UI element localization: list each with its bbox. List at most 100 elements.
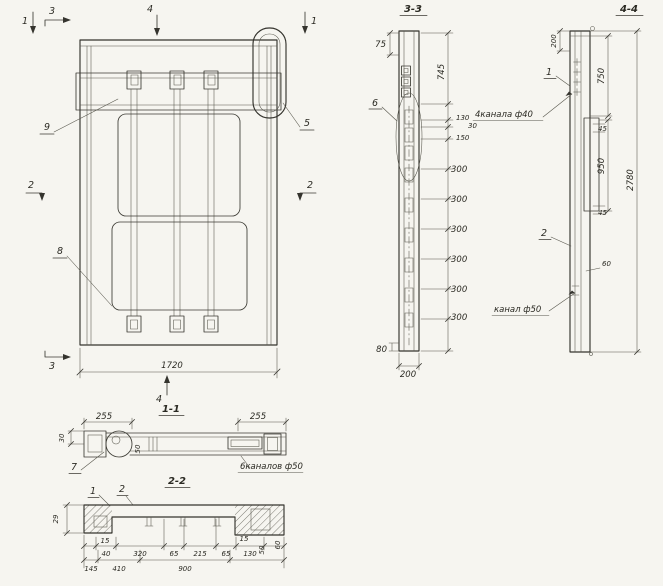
dim-750-label: 750 — [597, 68, 607, 84]
dim-15-right-label: 15 — [240, 535, 249, 543]
anchor-detail-bottom — [126, 315, 219, 333]
panel-outline — [79, 39, 278, 346]
dim-255-left: 255 — [81, 412, 135, 430]
section-mark-4-bottom: 4 — [156, 375, 170, 405]
end-anchor-right-inner — [267, 437, 278, 451]
dim-900-label: 900 — [178, 565, 192, 573]
strand-dot-bottom — [589, 352, 593, 356]
arrow-icon — [302, 26, 308, 34]
hatch-area-left — [84, 505, 112, 533]
dim-300-label: 300 — [451, 255, 467, 265]
dim-200-label: 200 — [400, 370, 416, 380]
callout-2: 2 — [538, 228, 572, 247]
dim-45-upper: 45 — [592, 123, 607, 133]
dim-chain-bottom: 40 320 65 215 65 130 15 15 50 60 145 410… — [81, 518, 287, 573]
arrow-icon — [63, 17, 71, 23]
dim-60-label: 60 — [602, 260, 611, 268]
dim-45-lower: 45 — [592, 205, 607, 217]
dim-255-right: 255 — [235, 412, 289, 432]
callout-2-label: 2 — [119, 484, 125, 495]
arrow-icon — [565, 91, 572, 96]
label-channel-50: канал ф50 — [491, 290, 576, 316]
dim-75: 75 — [375, 30, 400, 58]
dim-150-label: 150 — [456, 134, 470, 142]
dim-255-right-label: 255 — [250, 412, 266, 422]
channel-lines — [130, 88, 215, 317]
arrow-icon — [568, 290, 575, 295]
dim-30-label: 30 — [468, 122, 477, 130]
panel-section-outline — [569, 30, 591, 353]
dim-29: 29 — [52, 502, 85, 536]
callout-9-label: 9 — [44, 122, 50, 133]
label-4-channels-text: 4канала ф40 — [475, 110, 533, 120]
section-3-3: 3-3 6 75 745 130 30 150 300 300 3 — [368, 4, 477, 380]
dim-300-label: 300 — [451, 313, 467, 323]
joint-block — [583, 117, 600, 212]
end-anchor-left-inner — [87, 434, 103, 453]
dim-50-label: 50 — [258, 545, 266, 554]
callout-8-label: 8 — [57, 246, 63, 257]
callout-1: 1 — [87, 486, 111, 507]
left-notch — [93, 515, 108, 528]
plan-view: 1720 3 3 4 4 1 1 — [22, 4, 317, 405]
section-mark-4-top: 4 — [147, 4, 160, 36]
section-2-2: 2-2 1 2 29 40 320 65 215 — [52, 476, 287, 573]
lifting-loop — [252, 27, 287, 119]
callout-2: 2 — [116, 484, 134, 506]
arrow-icon — [154, 28, 160, 36]
bar-outline — [105, 432, 287, 456]
label-4-channels: 4канала ф40 — [472, 91, 573, 121]
dim-80-label: 80 — [376, 345, 387, 355]
dim-300-label: 300 — [451, 225, 467, 235]
dim-65-label: 65 — [170, 550, 179, 558]
dim-ticks — [76, 368, 281, 376]
dim-45-upper-label: 45 — [598, 125, 607, 133]
dim-2780-label: 2780 — [626, 169, 636, 191]
anchor-detail-bottom-inner — [130, 319, 215, 330]
section-2-2-title: 2-2 — [168, 476, 186, 487]
section-3-3-title: 3-3 — [404, 4, 422, 15]
section-mark-1-right: 1 — [302, 11, 317, 34]
mark-2-left-label: 2 — [28, 180, 34, 191]
dim-745-label: 745 — [437, 64, 447, 80]
callout-6-label: 6 — [372, 98, 378, 109]
mark-4-bottom-label: 4 — [156, 394, 162, 405]
callout-1-label: 1 — [546, 67, 552, 78]
dim-60: 60 — [585, 260, 611, 272]
callout-1: 1 — [543, 67, 571, 87]
mid-detail-lines — [148, 436, 158, 452]
channel-anchor — [227, 436, 263, 450]
mark-1-right-label: 1 — [311, 16, 317, 27]
arrow-icon — [63, 354, 71, 360]
hatch-area-right — [235, 505, 284, 535]
dim-ticks — [445, 30, 451, 354]
panel-recess-lower — [111, 221, 248, 311]
dim-75-label: 75 — [375, 40, 386, 50]
callout-1-label: 1 — [90, 486, 96, 497]
anchor-section-squares — [401, 65, 411, 98]
section-4-4: 4-4 200 750 950 2780 — [472, 4, 644, 356]
dim-215-label: 215 — [193, 550, 207, 558]
callout-2-label: 2 — [541, 228, 547, 239]
column-outline — [398, 30, 420, 352]
dim-30-label: 30 — [58, 433, 66, 442]
dim-29-label: 29 — [52, 514, 60, 523]
dim-200-top: 200 — [550, 28, 571, 54]
dim-950: 950 — [597, 117, 613, 214]
dim-45-lower-label: 45 — [598, 209, 607, 217]
dim-130-label: 130 — [243, 550, 257, 558]
mark-2-right-label: 2 — [307, 180, 313, 191]
label-channel-50-text: канал ф50 — [494, 305, 541, 315]
arrow-icon — [164, 375, 170, 383]
dim-ticks — [81, 543, 287, 549]
callout-7-label: 7 — [71, 462, 77, 473]
dim-50-label: 50 — [134, 444, 142, 453]
label-6-channels: 6каналов ф50 — [237, 455, 304, 473]
section-mark-2-left: 2 — [25, 180, 45, 201]
lifting-loop-inner — [258, 33, 281, 113]
channel-cross-marks — [573, 58, 581, 96]
top-beam — [75, 72, 282, 111]
channel-sections — [404, 109, 414, 328]
dim-300-label: 300 — [451, 165, 467, 175]
